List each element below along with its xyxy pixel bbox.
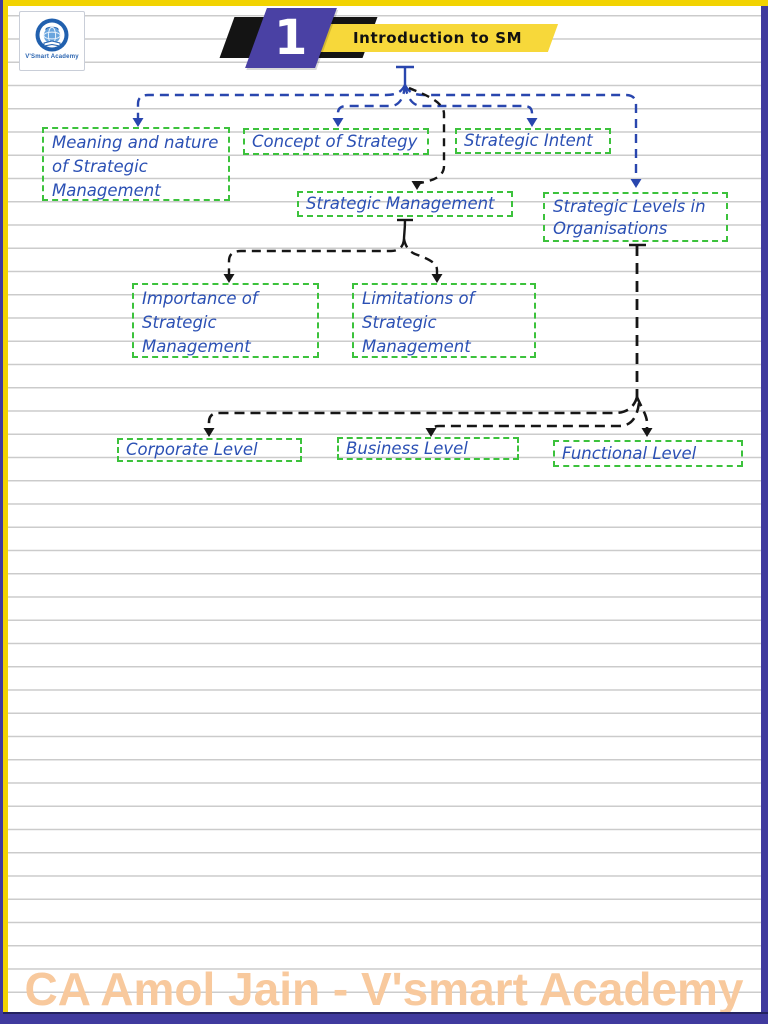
blue-connector-group (136, 65, 638, 181)
node-importance: Importance of Strategic Management (132, 283, 319, 358)
node-label-line: Organisations (553, 219, 668, 238)
node-label-line: Strategic Levels in (553, 197, 706, 216)
flow-connectors (132, 65, 653, 437)
page-border-bottom (0, 1014, 768, 1024)
logo-caption: V'Smart Academy (25, 54, 79, 60)
node-label-line: Strategic Intent (464, 131, 593, 150)
node-corporate-level: Corporate Level (117, 438, 302, 462)
node-label-line: Business Level (346, 438, 468, 458)
node-functional-level: Functional Level (553, 440, 743, 467)
node-label-line: Strategic (362, 313, 437, 332)
node-strategic-intent: Strategic Intent (455, 128, 611, 154)
academy-logo: V'Smart Academy (19, 11, 85, 71)
page-border-right (761, 6, 768, 1024)
node-meaning-nature: Meaning and nature of Strategic Manageme… (42, 127, 230, 201)
node-label-line: Corporate Level (126, 440, 258, 459)
node-strategic-levels: Strategic Levels in Organisations (543, 192, 728, 242)
node-label-line: Concept of Strategy (252, 131, 418, 151)
node-label-line: Limitations of (362, 289, 475, 308)
page-border-top (0, 0, 768, 6)
page-border-left-accent (0, 0, 3, 1016)
node-concept-of-strategy: Concept of Strategy (243, 128, 429, 155)
footer-watermark: CA Amol Jain - V'smart Academy (24, 963, 744, 1015)
node-label-line: Management (142, 337, 251, 356)
page-border-left (3, 0, 8, 1016)
node-label-line: Meaning and nature (52, 133, 219, 152)
node-label-line: Management (52, 181, 161, 200)
node-label-line: Management (362, 337, 471, 356)
logo-emblem-icon (35, 18, 69, 52)
node-business-level: Business Level (337, 437, 519, 460)
node-label-line: of Strategic (52, 157, 148, 176)
node-limitations: Limitations of Strategic Management (352, 283, 536, 358)
page-border-bottom-line (0, 1012, 768, 1014)
node-label-line: Strategic Management (306, 194, 495, 213)
black-connector-group (207, 86, 649, 432)
node-strategic-management: Strategic Management (297, 191, 513, 217)
node-label-line: Strategic (142, 313, 217, 332)
node-label-line: Functional Level (562, 443, 697, 463)
chapter-number: 1 (274, 10, 308, 66)
node-label-line: Importance of (142, 289, 258, 308)
black-arrowheads (203, 181, 653, 437)
blue-arrowheads (132, 118, 642, 188)
